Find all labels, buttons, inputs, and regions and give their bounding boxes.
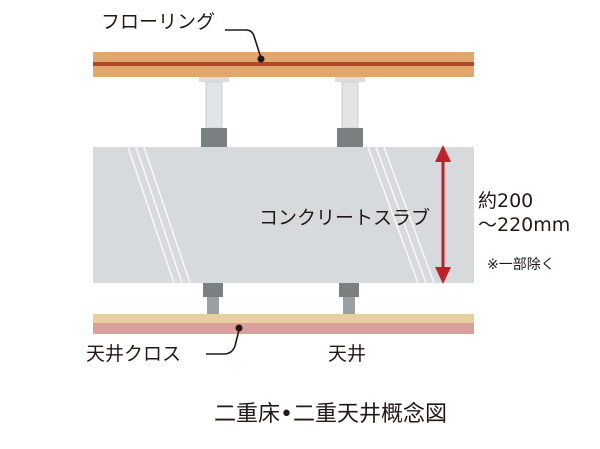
upper-support-post-right — [335, 77, 365, 147]
concrete-slab-label: コンクリートスラブ — [259, 207, 431, 229]
slab-sheen-lines — [127, 146, 435, 284]
upper-support-post-left — [199, 77, 229, 147]
flooring-leader — [225, 29, 265, 63]
flooring-stripe — [93, 62, 474, 66]
thickness-label-line1: 約200 — [478, 190, 534, 212]
ceiling-cross-leader — [206, 324, 243, 355]
ceiling-label: 天井 — [328, 343, 367, 365]
lower-support-post-right — [339, 283, 359, 314]
thickness-arrow — [435, 145, 451, 284]
thickness-label-line2: 〜220mm — [478, 214, 571, 236]
concrete-slab — [93, 147, 474, 283]
ceiling-cross-label: 天井クロス — [86, 343, 182, 365]
ceiling-cross-layer — [93, 323, 474, 334]
ceiling-board — [93, 314, 474, 323]
exception-note: ※一部除く — [487, 257, 555, 273]
flooring-label: フローリング — [101, 11, 216, 33]
lower-support-post-left — [203, 283, 223, 314]
diagram-caption: 二重床•二重天井概念図 — [214, 402, 447, 427]
